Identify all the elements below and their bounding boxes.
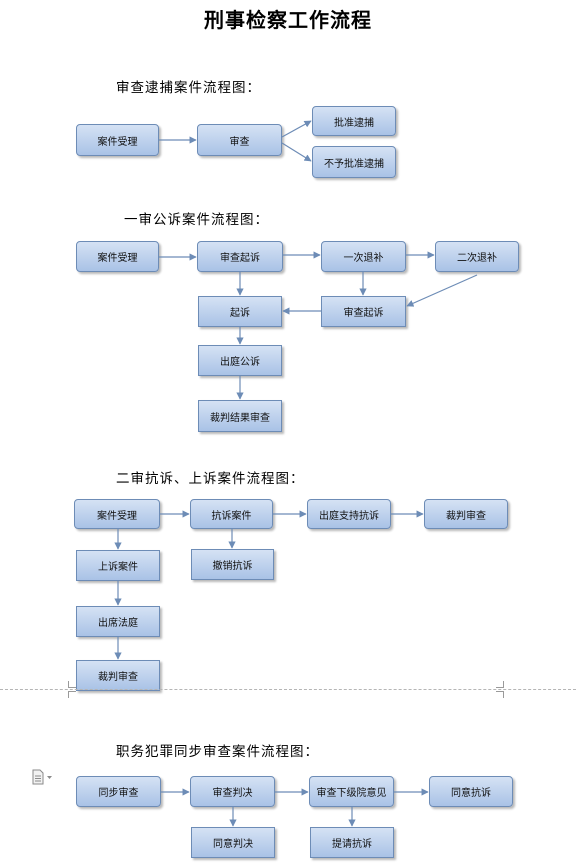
arrow-review-to-approve — [281, 120, 312, 138]
flow1-review-box: 审查 — [197, 124, 282, 156]
flow3-attend-court-box: 出席法庭 — [76, 606, 160, 637]
flow3-judgment-review-box: 裁判审查 — [424, 499, 508, 529]
flow2-judgment-review-box: 裁判结果审查 — [198, 400, 282, 432]
page-break-line — [0, 689, 576, 690]
flow4-review-judgment-box: 审查判决 — [190, 776, 275, 807]
margin-corner-mark — [496, 691, 504, 698]
margin-corner-mark — [68, 681, 76, 688]
flow2-second-supplement-box: 二次退补 — [435, 241, 519, 272]
section-title-arrest-review: 审查逮捕案件流程图： — [116, 80, 261, 96]
flow2-prosecute-box: 起诉 — [198, 296, 282, 327]
margin-corner-mark — [496, 681, 504, 688]
flow2-court-appearance-box: 出庭公诉 — [198, 345, 282, 376]
flow4-request-protest-box: 提请抗诉 — [310, 827, 394, 858]
flow2-accept-box: 案件受理 — [76, 241, 159, 272]
section-title-first-instance: 一审公诉案件流程图： — [124, 212, 269, 228]
flow4-agree-protest-box: 同意抗诉 — [429, 776, 513, 807]
flow4-agree-judgment-box: 同意判决 — [191, 827, 275, 858]
section-title-sync-review: 职务犯罪同步审查案件流程图： — [116, 744, 319, 760]
document-icon[interactable] — [31, 769, 53, 789]
arrow-review-to-reject — [281, 142, 312, 162]
flow3-appeal-case-box: 上诉案件 — [76, 550, 160, 581]
flow3-judgment-review-2-box: 裁判审查 — [76, 660, 160, 691]
section-title-second-instance: 二审抗诉、上诉案件流程图： — [116, 471, 305, 487]
flow1-accept-box: 案件受理 — [76, 124, 159, 156]
flow2-first-supplement-box: 一次退补 — [321, 241, 406, 272]
flow1-approve-box: 批准逮捕 — [312, 106, 396, 136]
flow2-review-prosecute-box: 审查起诉 — [197, 241, 283, 272]
flow4-sync-review-box: 同步审查 — [76, 776, 161, 807]
flow3-protest-case-box: 抗诉案件 — [190, 499, 273, 529]
arrow-second-supplement-to-review — [406, 274, 478, 307]
margin-corner-mark — [68, 691, 76, 698]
flow2-review-prosecute-2-box: 审查起诉 — [321, 296, 406, 327]
flow3-support-protest-box: 出庭支持抗诉 — [307, 499, 391, 529]
flow1-reject-box: 不予批准逮捕 — [312, 146, 396, 178]
flow3-accept-box: 案件受理 — [74, 499, 160, 529]
flow4-review-opinion-box: 审查下级院意见 — [309, 776, 394, 807]
page-title: 刑事检察工作流程 — [204, 8, 372, 32]
flow3-withdraw-protest-box: 撤销抗诉 — [191, 549, 274, 580]
